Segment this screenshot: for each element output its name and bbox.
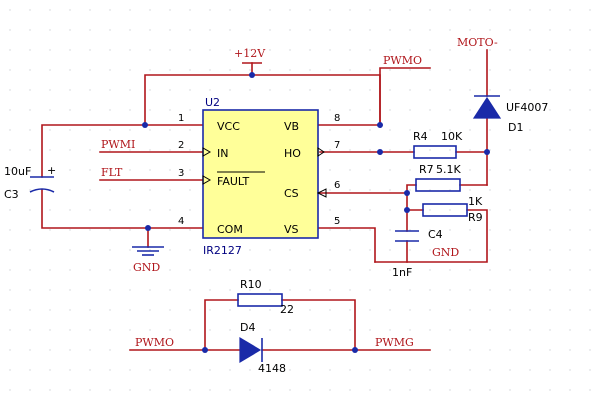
pin-name-cs: CS [284,187,299,200]
gnd-left-label: GND [133,261,160,274]
d1-value: UF4007 [506,101,548,114]
pin-name-vs: VS [284,223,299,236]
pin-num-5: 5 [334,216,340,227]
r7-ref: R7 [419,163,434,176]
r4-value: 10K [441,130,463,143]
pin-num-6: 6 [334,180,340,191]
resistor-r7: R7 5.1K [415,163,461,192]
net-label-12v: +12V [234,47,266,60]
pin-name-vcc: VCC [217,120,240,133]
d1-ref: D1 [508,121,523,134]
pin-name-ho: HO [284,147,301,160]
diode-d1: UF4007 D1 [472,95,548,134]
gnd-right-label: GND [432,246,459,259]
ic-part-label: IR2127 [203,244,242,257]
net-label-pwmg: PWMG [375,336,414,349]
r7-value: 5.1K [436,163,461,176]
r10-value: 22 [280,303,294,316]
pin-name-com: COM [217,223,243,236]
c3-plus: + [47,164,56,177]
c4-value: 1nF [392,266,412,279]
pin-name-fault: FAULT [217,175,250,188]
d4-ref: D4 [240,321,255,334]
in-pin-arrow [202,147,212,157]
ic-ref-label: U2 [205,96,220,109]
junctions [142,72,490,353]
c3-value: 10uF [4,165,31,178]
r4-ref: R4 [413,130,428,143]
pin-num-7: 7 [334,140,340,151]
pin-num-1: 1 [178,113,184,124]
capacitor-c3: + 10uF C3 [4,164,56,201]
wires [41,49,488,351]
c4-ref: C4 [428,228,443,241]
pin-num-3: 3 [178,168,184,179]
pin-num-4: 4 [178,216,184,227]
r9-value: 1K [468,195,483,208]
capacitor-c4: C4 1nF [392,228,443,279]
ic-u2: U2 IR2127 1 2 3 4 VCC IN FAULT COM VB HO… [178,96,340,257]
r9-ref: R9 [468,211,483,224]
resistor-r4: R4 10K [413,130,463,159]
resistor-r9: 1K R9 [422,195,483,224]
pin-num-8: 8 [334,113,340,124]
ho-pin-arrow [317,147,325,157]
ic-body [202,109,319,239]
power-port-12v: +12V [234,47,266,64]
net-label-moto: MOTO- [457,36,498,49]
ground-symbol-left: GND [132,246,164,274]
net-label-flt: FLT [101,166,123,179]
fault-pin-arrow [202,175,212,185]
diode-d4: D4 4148 [239,321,286,375]
d4-value: 4148 [258,362,286,375]
c3-ref: C3 [4,188,19,201]
net-label-pwmo-bottom: PWMO [135,336,174,349]
cs-pin-arrow [316,188,327,198]
r10-ref: R10 [240,278,262,291]
pin-num-2: 2 [178,140,184,151]
pin-name-vb: VB [284,120,299,133]
net-label-pwmo-top: PWMO [383,54,422,67]
net-label-pwmi: PWMI [101,138,135,151]
pin-name-in: IN [217,147,228,160]
resistor-r10: R10 22 [237,278,294,316]
